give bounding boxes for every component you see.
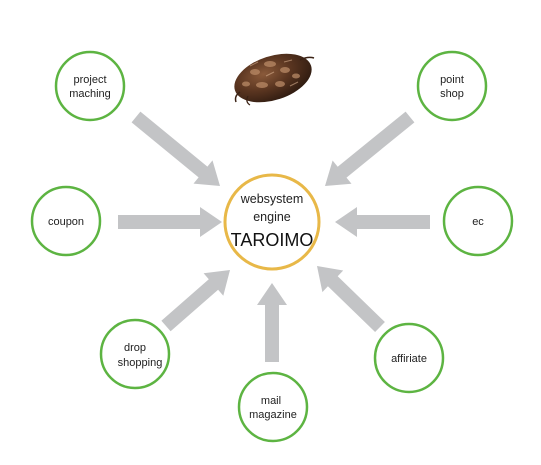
arrow-project-maching bbox=[131, 111, 220, 186]
node-point-shop-line2: shop bbox=[440, 88, 464, 100]
node-point-shop-line1: point bbox=[440, 74, 464, 86]
node-drop-shopping-line1: drop bbox=[124, 342, 146, 354]
node-mail-magazine-line2: magazine bbox=[249, 409, 297, 421]
node-project-maching: project maching bbox=[54, 50, 126, 122]
node-point-shop: point shop bbox=[416, 50, 488, 122]
taro-root-illustration bbox=[234, 53, 315, 106]
center-node: websystem engine TAROIMO bbox=[223, 173, 321, 271]
node-affiriate-label: affiriate bbox=[391, 353, 427, 365]
node-ec-label: ec bbox=[472, 216, 484, 228]
node-drop-shopping: drop shopping bbox=[99, 318, 171, 390]
node-project-maching-line1: project bbox=[73, 74, 106, 86]
arrow-mail-magazine bbox=[257, 283, 287, 362]
center-title-line1: websystem bbox=[240, 192, 304, 206]
node-mail-magazine-line1: mail bbox=[261, 395, 281, 407]
arrow-affiriate bbox=[317, 266, 385, 332]
node-affiriate: affiriate bbox=[373, 322, 445, 394]
center-circle bbox=[223, 173, 321, 271]
arrow-ec bbox=[335, 207, 430, 237]
arrow-point-shop bbox=[325, 111, 415, 186]
node-coupon-label: coupon bbox=[48, 216, 84, 228]
node-drop-shopping-line2: shopping bbox=[118, 357, 163, 369]
node-coupon: coupon bbox=[30, 185, 102, 257]
node-mail-magazine: mail magazine bbox=[237, 371, 309, 443]
node-ec: ec bbox=[442, 185, 514, 257]
center-title-line3: TAROIMO bbox=[231, 230, 314, 250]
node-project-maching-line2: maching bbox=[69, 88, 111, 100]
arrow-drop-shopping bbox=[161, 270, 230, 332]
center-title-line2: engine bbox=[253, 210, 291, 224]
arrows bbox=[118, 111, 430, 362]
arrow-coupon bbox=[118, 207, 222, 237]
